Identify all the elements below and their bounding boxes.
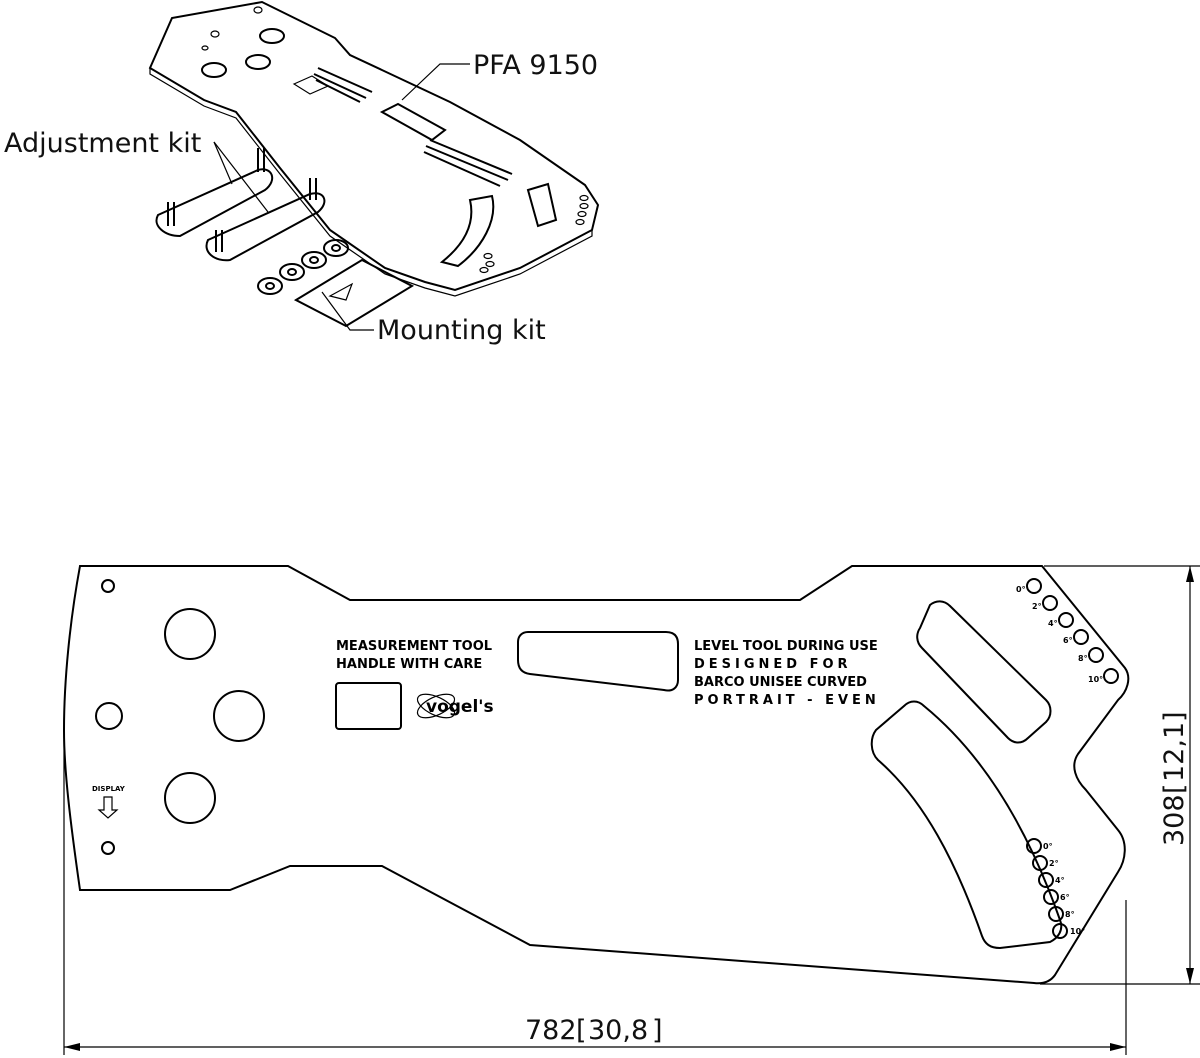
iso-hole: [201, 62, 227, 78]
svg-text:vogel's: vogel's: [426, 697, 494, 717]
svg-text:10°: 10°: [1088, 675, 1103, 684]
svg-text:4°: 4°: [1048, 619, 1058, 628]
flat-view: DISPLAY MEASUREMENT TOOL HANDLE WITH CAR…: [62, 565, 1200, 1055]
engraving-right-line4: PORTRAIT - EVEN: [694, 693, 880, 708]
engraving-right-line2: DESIGNED FOR: [694, 657, 852, 672]
angle-slot-upper: [916, 600, 1052, 744]
height-dimension: 308 [ 12,1 ]: [1040, 565, 1200, 985]
iso-sticker: [293, 258, 415, 328]
width-dimension: 782 [ 30,8 ]: [63, 740, 1127, 1055]
iso-hole-small: [253, 6, 263, 14]
svg-text:]: ]: [1159, 711, 1190, 722]
iso-plate-edge: [149, 68, 593, 297]
svg-text:6°: 6°: [1063, 636, 1073, 645]
angle-labels-bottom: 0° 2° 4° 6° 8° 10°: [1043, 842, 1085, 936]
svg-text:8°: 8°: [1078, 654, 1088, 663]
edge-hole-top: [101, 579, 115, 593]
edge-hole-bottom: [101, 841, 115, 855]
part-label: PFA 9150: [473, 50, 598, 81]
hole-large: [164, 608, 216, 660]
angle-holes-top: [1026, 578, 1119, 684]
width-inch: 30,8: [588, 1015, 648, 1046]
iso-pins: [167, 148, 317, 252]
iso-slot: [379, 102, 447, 142]
engraving-right-line3: BARCO UNISEE CURVED: [694, 675, 867, 690]
engraving-left-line2: HANDLE WITH CARE: [336, 657, 482, 672]
tool-outline: [62, 565, 1130, 985]
iso-curved-slot: [439, 194, 495, 268]
svg-text:2°: 2°: [1049, 859, 1059, 868]
hole-large: [213, 690, 265, 742]
engraving-left-line1: MEASUREMENT TOOL: [336, 639, 492, 654]
display-label: DISPLAY: [92, 785, 126, 793]
iso-hole-small: [201, 45, 209, 51]
height-value: 308: [1159, 794, 1190, 846]
iso-hole-small: [210, 30, 220, 38]
engraving-right-line1: LEVEL TOOL DURING USE: [694, 639, 878, 654]
arrow-down-icon: [97, 796, 119, 819]
svg-text:10°: 10°: [1070, 927, 1085, 936]
svg-text:[: [: [576, 1015, 587, 1046]
svg-text:6°: 6°: [1060, 893, 1070, 902]
iso-hole: [245, 54, 271, 70]
svg-text:2°: 2°: [1032, 602, 1042, 611]
svg-text:[: [: [1159, 783, 1190, 794]
mounting-kit-label: Mounting kit: [377, 315, 546, 346]
angle-labels-top: 0° 2° 4° 6° 8° 10°: [1016, 585, 1103, 684]
iso-engraving: [313, 67, 513, 187]
iso-hole: [259, 28, 285, 44]
hole-large: [164, 772, 216, 824]
svg-text:8°: 8°: [1065, 910, 1075, 919]
angle-slot-curved: [870, 700, 1063, 950]
svg-text:]: ]: [652, 1015, 663, 1046]
svg-text:0°: 0°: [1016, 585, 1026, 594]
iso-adjust-plate: [155, 168, 274, 238]
handle-slot: [517, 631, 679, 692]
svg-text:4°: 4°: [1055, 876, 1065, 885]
height-inch: 12,1: [1159, 722, 1190, 782]
vogels-logo: vogel's: [416, 693, 494, 719]
iso-adjust-plate: [205, 192, 326, 262]
width-value: 782: [525, 1015, 577, 1046]
angle-holes-bottom: [1026, 838, 1068, 939]
iso-slot-right: [526, 182, 558, 228]
iso-angle-holes: [479, 194, 589, 274]
hole-small-left: [95, 702, 123, 730]
svg-text:0°: 0°: [1043, 842, 1053, 851]
adjustment-kit-label: Adjustment kit: [4, 128, 201, 159]
square-recess: [335, 682, 402, 730]
iso-washers: [257, 239, 349, 295]
leader-lines: [213, 63, 470, 331]
isometric-view: PFA 9150 Adjustment kit Mounting kit: [4, 0, 600, 346]
